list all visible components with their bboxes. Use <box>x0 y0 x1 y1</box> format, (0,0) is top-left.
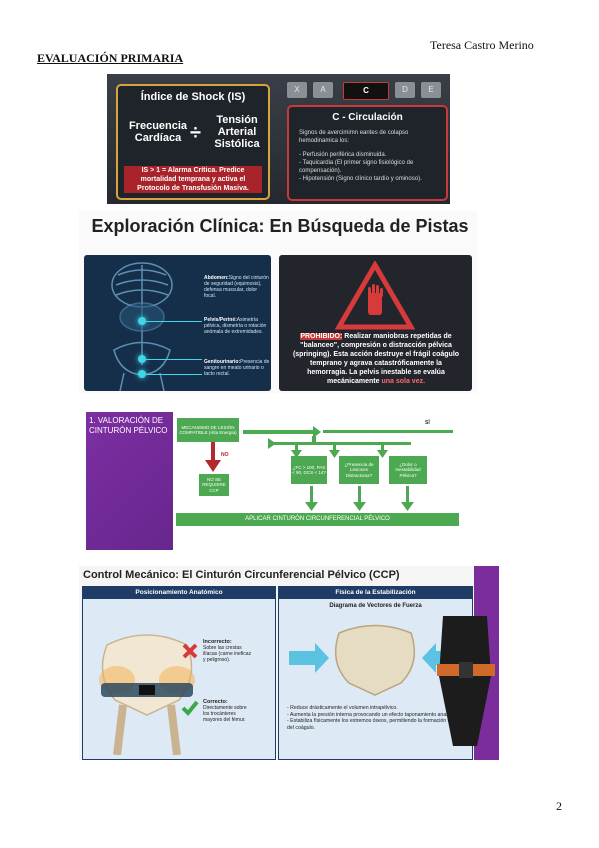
heart-rate-term: Frecuencia Cardíaca <box>128 120 188 144</box>
list-item: Estabiliza físicamente los extremos óseo… <box>287 718 467 731</box>
anatomic-positioning-card: Posicionamiento Anatómico Incorrecto:Sob… <box>82 586 276 760</box>
tab-d: D <box>395 82 415 98</box>
exploration-title: Exploración Clínica: En Búsqueda de Pist… <box>91 216 469 236</box>
list-item: Reduce drásticamente el volumen intrapél… <box>287 705 467 712</box>
warning-text: PROHIBIDO: Realizar maniobras repetidas … <box>292 333 460 385</box>
anatomy-illustration: Abdomen:Signo del cinturón de seguridad … <box>84 255 271 391</box>
criterion-pain: ¿Dolor o Inestabilidad Pélvica? <box>389 456 427 484</box>
criterion-vitals: ¿FC > 100, PAS < 90, GCS < 14? <box>291 456 327 484</box>
circulation-intro: Signos de avercimimn eantes de colapso h… <box>299 130 409 144</box>
xabcde-tabs: X A C D E <box>287 82 447 100</box>
abdomen-marker <box>138 317 146 325</box>
genitourinary-marker <box>138 370 146 378</box>
connector-line <box>146 359 202 360</box>
circulation-signs: Perfusión periférica disminuida. Taquica… <box>299 151 444 183</box>
criterion-distracting: ¿Presencia de Lesiones Distractoras? <box>339 456 379 484</box>
abdomen-label: Abdomen:Signo del cinturón de seguridad … <box>204 275 269 299</box>
flowchart-arrows <box>205 426 453 511</box>
tab-a: A <box>313 82 333 98</box>
mechanical-control-panel: Control Mecánico: El Cinturón Circunfere… <box>79 566 499 760</box>
genitourinary-label: Genitourinario:Presencia de sangre en me… <box>204 359 270 377</box>
yes-label: SÍ <box>425 420 430 426</box>
circulation-card: C - Circulación Signos de avercimimn ean… <box>287 105 448 201</box>
binder-device-photo <box>437 616 495 746</box>
list-item: Aumenta la presión interna provocando un… <box>287 712 467 719</box>
connector-line <box>146 374 202 375</box>
divide-operator: ÷ <box>190 122 201 144</box>
section-title: EVALUACIÓN PRIMARIA <box>37 51 184 65</box>
flowchart: MECANISMO DE LESIÓN COMPATIBLE (Alta Ene… <box>173 412 461 550</box>
tab-x: X <box>287 82 307 98</box>
systolic-pressure-term: Tensión Arterial Sistólica <box>214 114 260 150</box>
flowchart-title: 1. VALORACIÓN DE CINTURÓN PÉLVICO <box>89 416 168 435</box>
shock-index-panel: Índice de Shock (IS) Frecuencia Cardíaca… <box>107 74 450 204</box>
author-name: Teresa Castro Merino <box>430 38 534 52</box>
tab-e: E <box>421 82 441 98</box>
correct-check-icon <box>181 700 199 716</box>
pelvis-label: Pelvis/Periné:Asimetría pélvica, dismetr… <box>204 317 267 335</box>
apply-binder-box: APLICAR CINTURÓN CIRCUNFERENCIAL PÉLVICO <box>176 513 459 526</box>
list-item: Perfusión periférica disminuida. <box>299 151 444 159</box>
physics-header: Física de la Estabilización <box>279 587 472 599</box>
no-label: NO <box>221 452 229 458</box>
shock-index-card: Índice de Shock (IS) Frecuencia Cardíaca… <box>116 84 270 200</box>
stabilization-effects: Reduce drásticamente el volumen intrapél… <box>287 705 467 731</box>
incorrect-x-icon <box>182 643 198 659</box>
pelvis-marker <box>138 355 146 363</box>
list-item: Hipotensión (Signo clínico tardío y omin… <box>299 175 444 183</box>
mechanism-box: MECANISMO DE LESIÓN COMPATIBLE (Alta Ene… <box>177 418 239 442</box>
clinical-exploration-panel: Exploración Clínica: En Búsqueda de Pist… <box>79 211 477 393</box>
positioning-header: Posicionamiento Anatómico <box>83 587 275 599</box>
force-diagram-title: Diagrama de Vectores de Fuerza <box>329 603 422 609</box>
no-binder-box: NO SE REQUIERE CCP <box>199 474 229 496</box>
shock-index-alert: IS > 1 = Alarma Crítica. Predice mortali… <box>124 166 262 193</box>
pelvis-belt-illustration <box>99 634 195 755</box>
pelvic-binder-flowchart-panel: 1. VALORACIÓN DE CINTURÓN PÉLVICO MECANI… <box>86 412 461 550</box>
circulation-title: C - Circulación <box>332 112 403 123</box>
correct-note: Correcto:Directamente sobre los trocánte… <box>203 699 247 723</box>
list-item: Taquicardia (El primer signo fisiológico… <box>299 159 444 175</box>
ccp-title: Control Mecánico: El Cinturón Circunfere… <box>83 569 400 581</box>
page-number: 2 <box>556 799 562 813</box>
shock-index-title: Índice de Shock (IS) <box>140 91 246 103</box>
tab-c: C <box>343 82 389 100</box>
stop-hand-warning-icon <box>335 261 415 330</box>
incorrect-note: Incorrecto:Sobre las crestas ilíacas (ca… <box>203 639 252 663</box>
prohibited-warning: PROHIBIDO: Realizar maniobras repetidas … <box>279 255 472 391</box>
connector-line <box>146 321 202 322</box>
